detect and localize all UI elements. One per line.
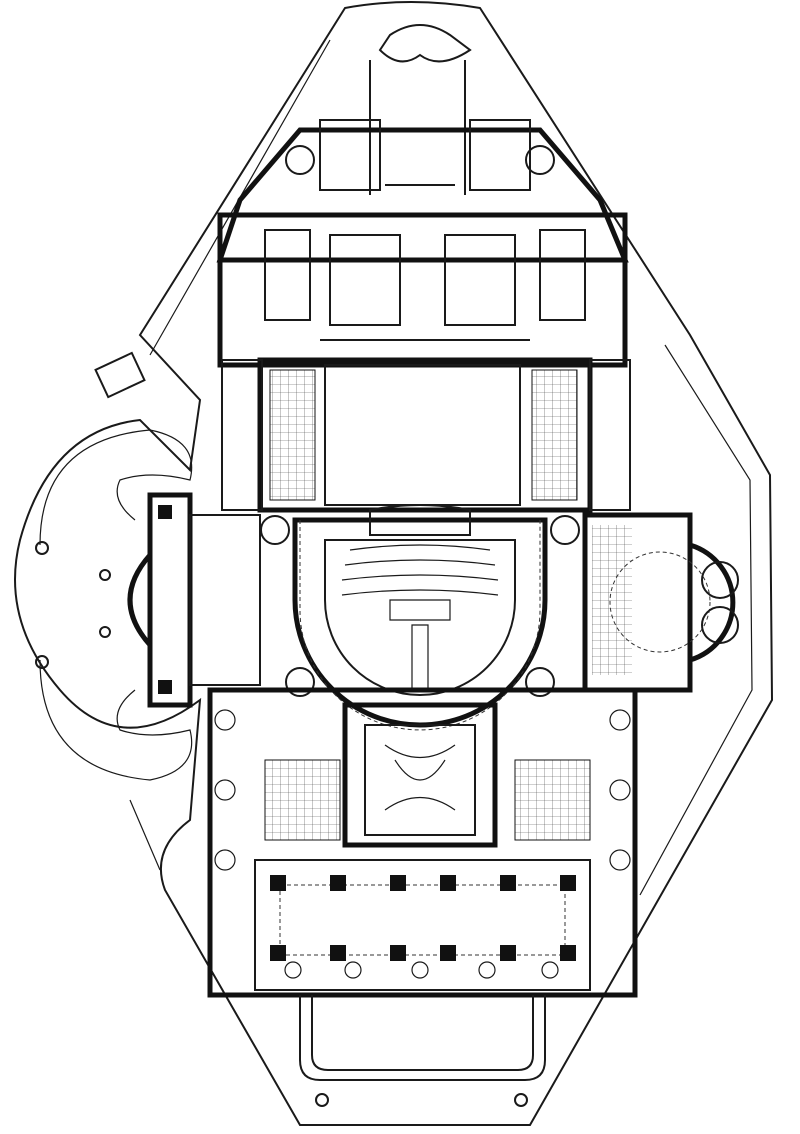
stage [221, 357, 631, 513]
grand-foyer [207, 687, 638, 998]
left-pavilion [99, 492, 261, 708]
auditorium [260, 504, 580, 731]
left-bollard-top [35, 541, 49, 555]
grand-staircase [264, 702, 591, 848]
rear-annex [216, 24, 629, 263]
site-boundary [14, 1, 774, 1126]
kiosk [94, 351, 146, 399]
left-bollard-bottom [35, 655, 49, 669]
front-bollard-right [514, 1093, 528, 1107]
administration-rooms [217, 212, 628, 368]
right-rotunda [582, 512, 739, 693]
front-bollard-left [315, 1093, 329, 1107]
front-ramp [299, 995, 546, 1081]
carriage-ramp [39, 429, 193, 781]
